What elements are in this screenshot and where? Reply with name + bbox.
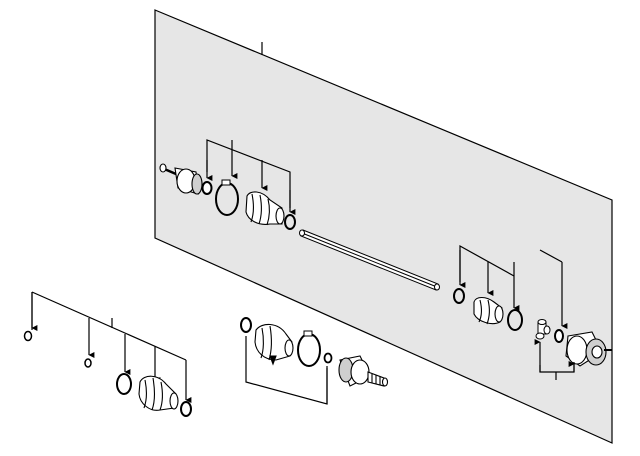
assembly-panel: [154, 9, 613, 444]
joint-kit-callout: [245, 336, 328, 405]
band-small: [284, 214, 296, 230]
shaft: [299, 229, 440, 291]
kit-ring: [23, 330, 33, 342]
inner-boot: [473, 296, 504, 325]
band-inner: [453, 288, 465, 304]
outer-joint: [159, 163, 203, 195]
clip: [201, 181, 213, 195]
kit-boot: [138, 375, 179, 411]
joint-kit-ring: [240, 317, 252, 333]
bearing-ring: [554, 329, 564, 343]
kit-snap-ring: [116, 373, 132, 395]
outer-callout: [206, 139, 296, 215]
kit-ring-2: [84, 358, 92, 368]
joint-kit-ring-2: [323, 352, 333, 364]
joint-kit-boot: [254, 323, 294, 366]
band-large: [215, 179, 239, 216]
joint-kit-band: [297, 330, 321, 367]
inner-callout: [459, 244, 575, 380]
kit-band: [180, 401, 192, 417]
boot-kit-callout: [31, 291, 192, 403]
boot: [245, 191, 285, 226]
joint-kit-outer-joint: [338, 355, 389, 387]
housing: [565, 331, 612, 367]
